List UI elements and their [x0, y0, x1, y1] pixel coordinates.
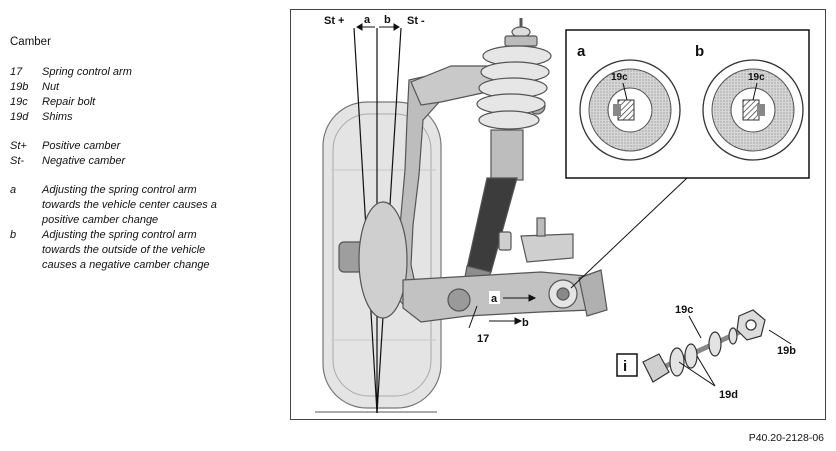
legend-item-19c: 19c Repair bolt [10, 95, 280, 110]
legend-item-b: b Adjusting the spring control arm towar… [10, 228, 280, 273]
legend-item-17: 17 Spring control arm [10, 65, 280, 80]
eccentric-bolt-a [579, 59, 681, 161]
legend-item-19d: 19d Shims [10, 110, 280, 125]
label-bolt-19c: 19c [675, 304, 693, 316]
hardware-leaders [678, 315, 792, 387]
legend-text: Adjusting the spring control arm towards… [42, 229, 210, 271]
legend-key: St+ [10, 140, 27, 152]
label-shims-19d: 19d [719, 389, 738, 401]
label-a-top: a [364, 14, 371, 26]
label-arrow-a: a [491, 293, 498, 305]
legend-title: Camber [10, 36, 51, 48]
diagram-canvas: St + a b St - [315, 14, 810, 414]
legend-item-a: a Adjusting the spring control arm towar… [10, 183, 280, 228]
label-st-minus: St - [407, 15, 425, 27]
legend-text: Positive camber [42, 140, 121, 152]
legend-text: Negative camber [42, 155, 126, 167]
info-icon: i [616, 353, 638, 377]
inset-label-a: a [577, 43, 586, 60]
suspension-diagram: St + a b St - [290, 9, 826, 420]
legend-key: 17 [10, 66, 23, 78]
tie-rod [498, 217, 574, 263]
legend-item-st-plus: St+ Positive camber [10, 139, 280, 154]
detail-inset: a b 19c 19c [565, 29, 810, 179]
legend-key: 19b [10, 81, 29, 93]
label-nut-19b: 19b [777, 345, 796, 357]
inset-leader [570, 177, 688, 289]
legend-text: Repair bolt [42, 96, 96, 108]
inset-label-b: b [695, 43, 704, 60]
repair-bolt-hardware [642, 309, 766, 383]
reference-code: P40.20-2128-06 [748, 432, 824, 444]
label-b-top: b [384, 14, 391, 26]
eccentric-bolt-b [702, 59, 804, 161]
svg-text:i: i [623, 358, 627, 375]
legend-key: St- [10, 155, 25, 167]
legend-key: 19d [10, 111, 29, 123]
inset-bolt-label-a: 19c [611, 72, 628, 83]
inset-bolt-label-b: 19c [748, 72, 765, 83]
legend-key: b [10, 229, 17, 241]
legend-item-19b: 19b Nut [10, 80, 280, 95]
spring-control-arm [402, 269, 608, 323]
legend-text: Spring control arm [42, 66, 132, 78]
legend-text: Nut [42, 81, 60, 93]
label-st-plus: St + [324, 15, 344, 27]
label-arrow-b: b [522, 317, 529, 329]
camber-arrows [356, 23, 400, 31]
legend-panel: Camber 17 Spring control arm 19b Nut 19c… [10, 36, 280, 273]
legend-key: a [10, 184, 17, 196]
label-arm-17: 17 [477, 333, 489, 345]
legend-key: 19c [10, 96, 28, 108]
legend-text: Adjusting the spring control arm towards… [42, 184, 217, 226]
adjust-arrows [468, 294, 537, 329]
legend-text: Shims [42, 111, 73, 123]
spring-strut [462, 18, 552, 293]
legend-item-st-minus: St- Negative camber [10, 154, 280, 169]
